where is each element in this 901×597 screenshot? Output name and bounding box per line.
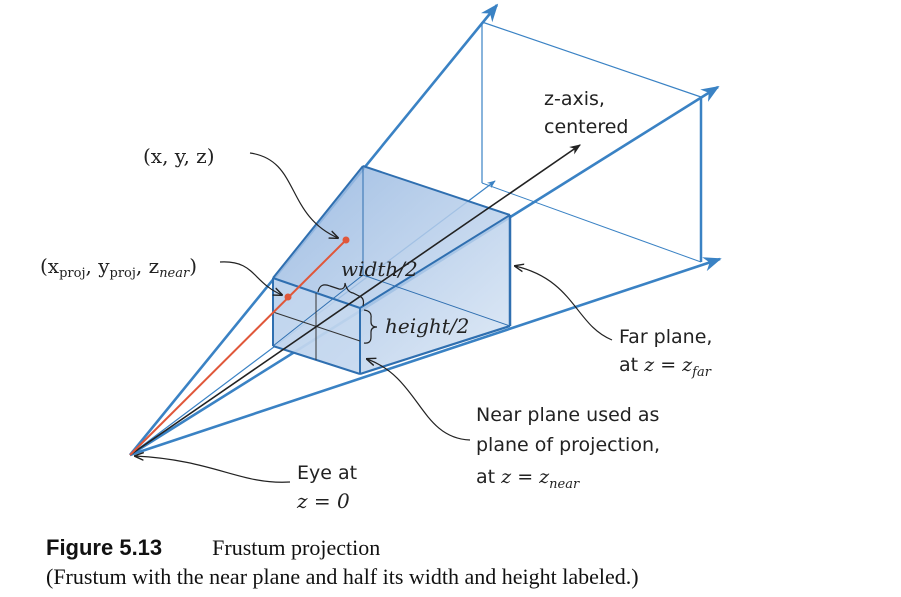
projection-ray — [129, 239, 347, 456]
height-brace — [363, 309, 378, 344]
label-point-xyz: (x, y, z) — [143, 144, 215, 168]
label-near-line3: at z = znear — [476, 466, 580, 492]
label-eye-line2: z = 0 — [296, 489, 350, 513]
label-far-line1: Far plane, — [619, 326, 712, 348]
frustum-diagram: (x, y, z) (xproj, yproj, znear) width/2 … — [40, 3, 722, 513]
figure-caption-title: Figure 5.13 Frustum projection — [46, 535, 380, 561]
label-width-half: width/2 — [341, 257, 418, 281]
label-z-axis-line1: z-axis, — [544, 88, 605, 110]
label-near-line2: plane of projection, — [476, 434, 660, 456]
width-brace — [317, 282, 365, 307]
label-projected-point: (xproj, yproj, znear) — [40, 254, 197, 281]
label-z-axis-line2: centered — [544, 116, 628, 138]
label-eye-line1: Eye at — [297, 462, 357, 484]
figure-number: Figure 5.13 — [46, 535, 163, 560]
point-xyz — [342, 236, 350, 244]
leader-lines — [135, 152, 613, 483]
point-projected — [284, 293, 292, 301]
far-plane — [481, 21, 703, 263]
figure-title: Frustum projection — [212, 535, 381, 560]
label-near-line1: Near plane used as — [476, 404, 659, 426]
figure-caption-description: (Frustum with the near plane and half it… — [46, 564, 639, 589]
label-height-half: height/2 — [385, 314, 469, 338]
label-far-line2: at z = zfar — [619, 354, 712, 380]
z-axis-arrow — [129, 144, 581, 456]
